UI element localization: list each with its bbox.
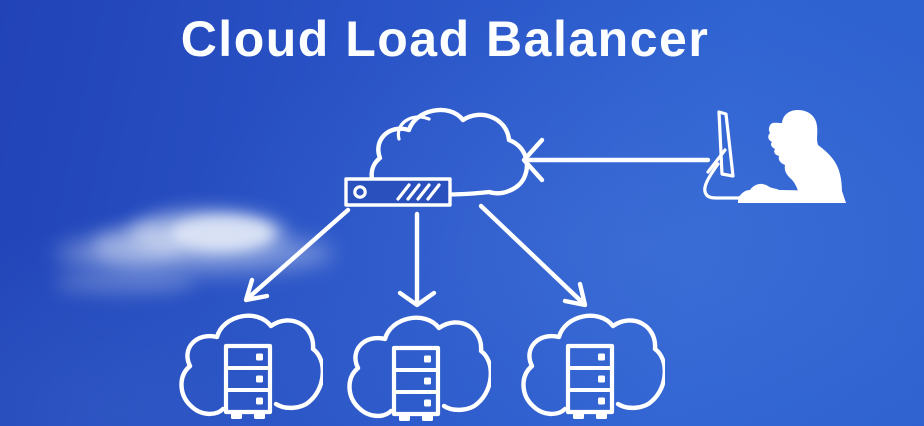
arrowhead-down-right-icon xyxy=(562,281,588,308)
client-workstation xyxy=(703,110,846,203)
monitor-icon xyxy=(717,110,735,178)
request-arrow-client-to-balancer xyxy=(521,137,711,183)
distribution-arrow-right xyxy=(478,203,588,308)
balancer-cloud-outline xyxy=(369,107,530,197)
arrowhead-down-left-icon xyxy=(243,277,270,303)
distribution-arrow-left xyxy=(243,207,351,303)
monitor-stand xyxy=(706,148,727,174)
server-cloud-1 xyxy=(181,316,322,419)
load-balancer-appliance-icon xyxy=(344,177,452,207)
appliance-slash-marks xyxy=(396,183,441,201)
load-balancer-node xyxy=(344,107,530,207)
distribution-arrow-middle xyxy=(397,211,437,308)
server-cloud-2 xyxy=(349,318,490,421)
diagram-title: Cloud Load Balancer xyxy=(180,11,710,67)
cloud-inner-highlight-arc xyxy=(396,115,431,141)
server-cloud-3 xyxy=(523,316,664,419)
person-silhouette-icon xyxy=(768,110,842,198)
arrowhead-left-icon xyxy=(521,137,545,183)
arrowhead-down-icon xyxy=(397,290,437,308)
desk-edge-outline xyxy=(703,162,743,200)
appliance-port-circle xyxy=(353,185,367,199)
desk-and-hand-silhouette xyxy=(738,183,846,203)
